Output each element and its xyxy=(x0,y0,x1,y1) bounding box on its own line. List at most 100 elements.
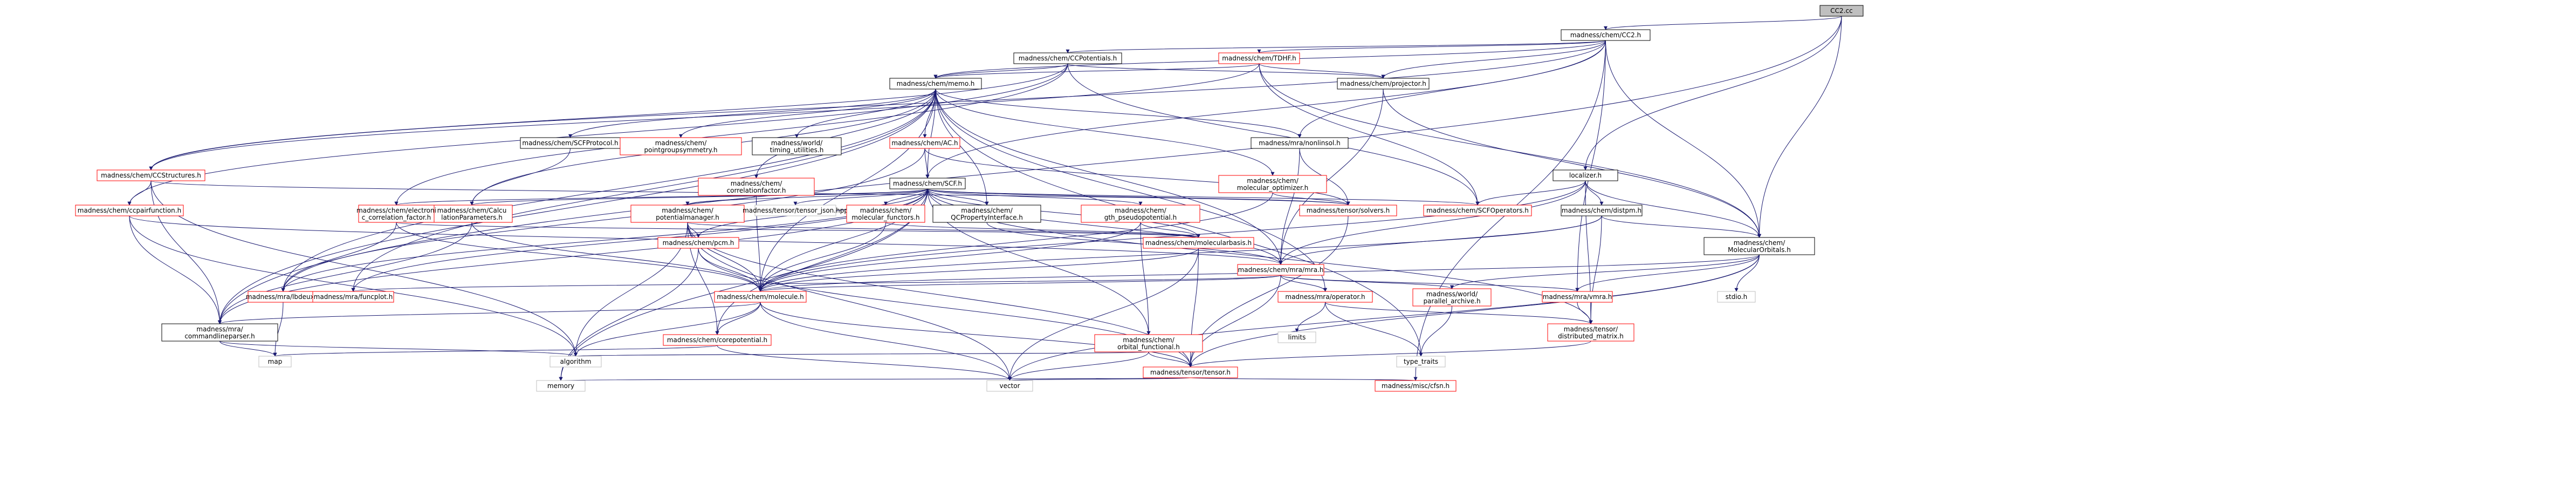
node-label: CC2.cc xyxy=(1830,7,1852,15)
node-molopt[interactable]: madness/chem/molecular_optimizer.h xyxy=(1218,175,1327,193)
node-label: madness/mra/ xyxy=(196,325,243,333)
node-box xyxy=(75,205,184,216)
node-molecule[interactable]: madness/chem/molecule.h xyxy=(714,291,807,303)
node-molorb[interactable]: madness/chem/MolecularOrbitals.h xyxy=(1703,237,1815,255)
node-label: orbital_functional.h xyxy=(1117,343,1180,351)
node-label: map xyxy=(268,358,283,365)
edge-root-to-molorb xyxy=(1757,16,1842,238)
edge-molecule-to-algorithm xyxy=(574,302,761,357)
edge-vmra-to-distmat xyxy=(1577,302,1593,324)
node-qcprop[interactable]: madness/chem/QCPropertyInterface.h xyxy=(932,205,1041,223)
node-box xyxy=(549,356,602,368)
node-memo[interactable]: madness/chem/memo.h xyxy=(889,78,982,90)
edge-parch-to-typetraits xyxy=(1419,305,1452,357)
node-operator[interactable]: madness/mra/operator.h xyxy=(1277,291,1373,303)
node-box xyxy=(889,137,960,149)
node-label: madness/chem/Calcu xyxy=(437,207,507,214)
node-ach[interactable]: madness/chem/AC.h xyxy=(889,137,960,149)
node-gth[interactable]: madness/chem/gth_pseudopotential.h xyxy=(1081,205,1200,223)
node-vmra[interactable]: madness/mra/vmra.h xyxy=(1542,291,1613,303)
edge-qcprop-to-mrah xyxy=(986,222,1283,265)
node-corepot[interactable]: madness/chem/corepotential.h xyxy=(663,334,772,346)
node-memory: memory xyxy=(536,380,586,392)
node-funcplot[interactable]: madness/mra/funcplot.h xyxy=(312,291,394,303)
edge-eleccorr-to-molbas xyxy=(396,222,1200,238)
edge-ccpair-to-cmdparser xyxy=(129,215,222,324)
node-box xyxy=(1423,205,1532,216)
edge-memo-to-qcprop xyxy=(935,89,989,206)
node-label: MolecularOrbitals.h xyxy=(1728,246,1791,254)
node-ccpot[interactable]: madness/chem/CCPotentials.h xyxy=(1013,52,1122,64)
node-molfunc[interactable]: madness/chem/molecular_functors.h xyxy=(846,205,925,223)
edge-calcparam-to-cmdparser xyxy=(218,222,472,324)
edge-proj-to-molorb xyxy=(1383,89,1761,238)
node-solvers[interactable]: madness/tensor/solvers.h xyxy=(1299,205,1397,216)
node-box xyxy=(1547,323,1634,342)
node-box xyxy=(161,323,278,342)
edge-cc2h-to-molorb xyxy=(1605,40,1761,238)
node-cmdparser[interactable]: madness/mra/commandlineparser.h xyxy=(161,323,278,342)
edge-corepot-to-vector xyxy=(717,345,1012,381)
node-label: lationParameters.h xyxy=(441,214,503,221)
node-label: madness/chem/molecularbasis.h xyxy=(1145,239,1252,247)
node-root[interactable]: CC2.cc xyxy=(1819,5,1864,17)
node-box xyxy=(258,356,292,368)
node-mracpp[interactable]: madness/misc/cfsn.h xyxy=(1375,380,1457,392)
edge-localizer-to-scfops xyxy=(1475,180,1586,206)
edge-cc2h-to-proj xyxy=(1381,40,1606,79)
node-ccstr[interactable]: madness/chem/CCStructures.h xyxy=(97,169,205,181)
node-label: limits xyxy=(1288,334,1306,341)
node-box xyxy=(1396,356,1446,368)
node-label: madness/chem/corepotential.h xyxy=(667,336,767,344)
node-cc2h[interactable]: madness/chem/CC2.h xyxy=(1561,29,1651,41)
edge-gth-to-molecule xyxy=(758,222,1141,292)
node-box xyxy=(1553,169,1618,181)
edge-molecule-to-vector xyxy=(760,302,1012,381)
edge-molecule-to-cmdparser xyxy=(218,302,761,324)
node-mrah[interactable]: madness/chem/mra/mra.h xyxy=(1237,264,1324,276)
node-scfops[interactable]: madness/chem/SCFOperators.h xyxy=(1423,205,1532,216)
node-orbfunc[interactable]: madness/chem/orbital_functional.h xyxy=(1094,334,1203,352)
node-label: madness/mra/vmra.h xyxy=(1543,293,1612,301)
node-localizer[interactable]: localizer.h xyxy=(1553,169,1618,181)
node-label: madness/chem/ xyxy=(655,139,707,147)
node-lbdeux[interactable]: madness/mra/lbdeux.h xyxy=(246,291,320,303)
node-distpm[interactable]: madness/chem/distpm.h xyxy=(1561,205,1643,216)
node-label: madness/world/ xyxy=(1426,290,1478,298)
node-label: localizer.h xyxy=(1569,172,1602,179)
node-timing[interactable]: madness/world/timing_utilities.h xyxy=(752,137,842,155)
edge-tensorh-to-memory xyxy=(560,376,1191,381)
node-corrfac[interactable]: madness/chem/correlationfactor.h xyxy=(698,178,815,196)
node-proj[interactable]: madness/chem/projector.h xyxy=(1337,78,1430,90)
node-tdhf[interactable]: madness/chem/TDHF.h xyxy=(1218,52,1300,64)
node-label: madness/chem/ xyxy=(1247,177,1299,185)
edge-molorb-to-parch xyxy=(1450,254,1760,289)
node-distmat[interactable]: madness/tensor/distributed_matrix.h xyxy=(1547,323,1634,342)
node-pgsym[interactable]: madness/chem/pointgroupsymmetry.h xyxy=(620,137,742,155)
node-box xyxy=(1542,291,1613,303)
node-scfprot[interactable]: madness/chem/SCFProtocol.h xyxy=(520,137,621,149)
node-potman[interactable]: madness/chem/potentialmanager.h xyxy=(630,205,745,223)
edge-memo-to-nonlin xyxy=(935,89,1302,138)
node-label: madness/tensor/solvers.h xyxy=(1307,207,1390,214)
node-box xyxy=(1717,291,1756,303)
edge-root-to-cc2h xyxy=(1604,16,1842,30)
node-label: madness/misc/cfsn.h xyxy=(1382,382,1450,390)
node-ccpair[interactable]: madness/chem/ccpairfunction.h xyxy=(75,205,184,216)
node-scfh[interactable]: madness/chem/SCF.h xyxy=(889,178,966,189)
edge-cc2h-to-ccstr xyxy=(149,40,1606,171)
node-label: madness/chem/ xyxy=(731,180,782,187)
node-tensorh[interactable]: madness/tensor/tensor.h xyxy=(1143,366,1238,378)
node-nonlin[interactable]: madness/mra/nonlinsol.h xyxy=(1251,137,1349,149)
node-label: madness/tensor/ xyxy=(1564,325,1618,333)
node-pcm[interactable]: madness/chem/pcm.h xyxy=(657,237,739,249)
node-eleccorr[interactable]: madness/chem/electronic_correlation_fact… xyxy=(356,205,436,223)
node-label: gth_pseudopotential.h xyxy=(1104,214,1177,221)
node-map: map xyxy=(258,356,292,368)
edge-calcparam-to-molecule xyxy=(471,222,763,292)
edge-corepot-to-map xyxy=(273,345,718,357)
edge-localizer-to-molecule xyxy=(758,180,1586,292)
node-parch[interactable]: madness/world/parallel_archive.h xyxy=(1412,288,1492,307)
node-molbas[interactable]: madness/chem/molecularbasis.h xyxy=(1143,237,1254,249)
